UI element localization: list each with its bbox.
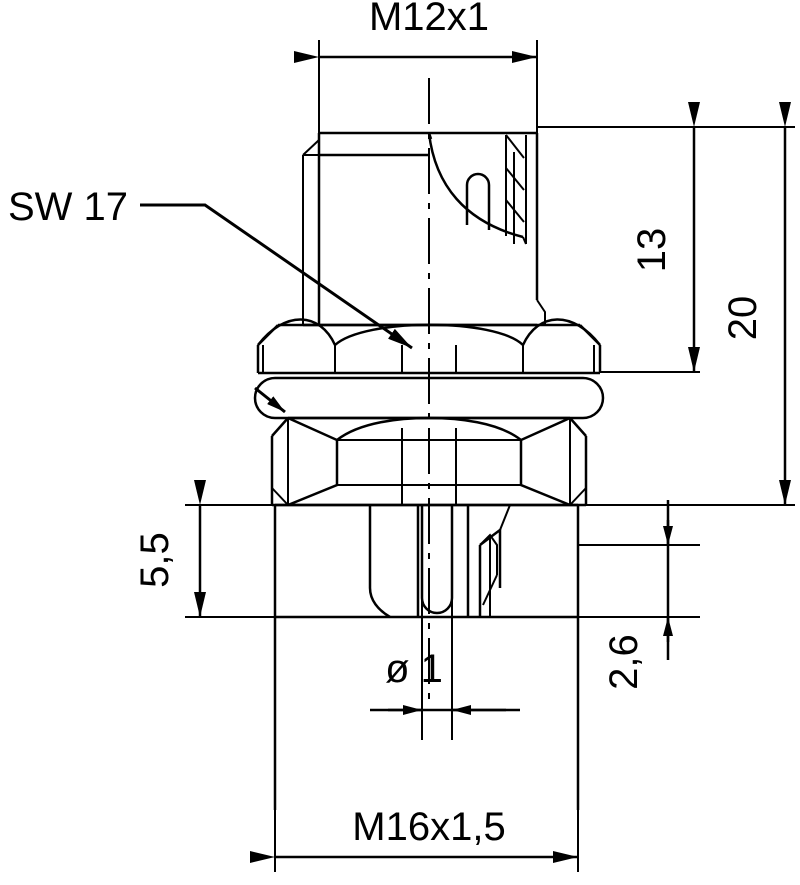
label-depth-5-5: 5,5 (133, 532, 177, 588)
label-m12x1: M12x1 (369, 0, 489, 39)
seal-ring (253, 376, 605, 420)
leader-line-seal (254, 386, 286, 414)
internal-pin-detail (465, 172, 491, 230)
label-offset-2-6: 2,6 (602, 634, 646, 690)
label-height-13: 13 (630, 228, 674, 273)
cutaway-section-curve (427, 132, 524, 239)
label-sw17: SW 17 (8, 185, 128, 229)
label-m16x1-5: M16x1,5 (352, 805, 505, 849)
extension-lines (185, 40, 795, 872)
thread-profile-detail (505, 134, 527, 245)
label-height-20: 20 (721, 296, 765, 341)
label-diameter-1: ø 1 (385, 647, 443, 691)
leader-line-sw17 (140, 203, 413, 350)
upper-hex-nut (256, 318, 602, 375)
